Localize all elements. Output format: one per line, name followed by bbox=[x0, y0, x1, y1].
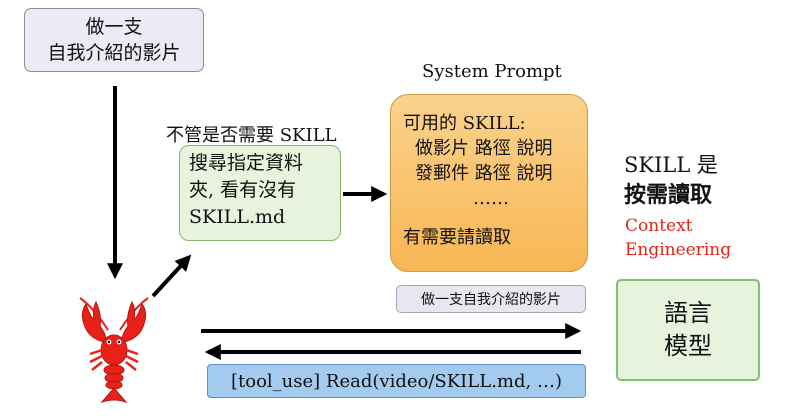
search-line-1: 搜尋指定資料 bbox=[189, 152, 304, 174]
skill-note-line-2: 按需讀取 bbox=[624, 183, 713, 208]
language-model-box: 語言 模型 bbox=[616, 279, 760, 381]
search-skill-box: 搜尋指定資料 夾, 看有沒有 SKILL.md bbox=[179, 145, 341, 241]
user-request-line-1: 做一支 bbox=[85, 16, 143, 38]
user-request-box: 做一支 自我介紹的影片 bbox=[24, 8, 204, 72]
system-prompt-title: System Prompt bbox=[422, 61, 562, 82]
system-prompt-line-3: 發郵件 路徑 說明 bbox=[415, 163, 553, 184]
tool-use-box: [tool_use] Read(video/SKILL.md, …) bbox=[207, 364, 586, 398]
search-line-2: 夾, 看有沒有 bbox=[189, 179, 297, 201]
lobster-icon bbox=[79, 297, 149, 404]
user-message-chip: 做一支自我介紹的影片 bbox=[396, 285, 586, 313]
skill-note-line-1: SKILL 是 bbox=[624, 153, 718, 177]
always-search-label: 不管是否需要 SKILL bbox=[166, 125, 337, 146]
system-prompt-box: 可用的 SKILL: 做影片 路徑 說明 發郵件 路徑 說明 …… 有需要請讀取 bbox=[390, 94, 588, 272]
model-line-2: 模型 bbox=[664, 332, 712, 360]
system-prompt-line-2: 做影片 路徑 說明 bbox=[415, 138, 553, 159]
search-line-3: SKILL.md bbox=[189, 206, 286, 228]
system-prompt-line-1: 可用的 SKILL: bbox=[403, 113, 526, 134]
system-prompt-line-5: 有需要請讀取 bbox=[403, 227, 511, 248]
arrow-agent-to-search bbox=[151, 254, 192, 298]
user-request-line-2: 自我介紹的影片 bbox=[47, 42, 181, 64]
context-note-line-1: Context bbox=[625, 216, 693, 236]
system-prompt-ellipsis: …… bbox=[473, 188, 509, 209]
context-note-line-2: Engineering bbox=[625, 240, 732, 260]
model-line-1: 語言 bbox=[664, 299, 712, 327]
